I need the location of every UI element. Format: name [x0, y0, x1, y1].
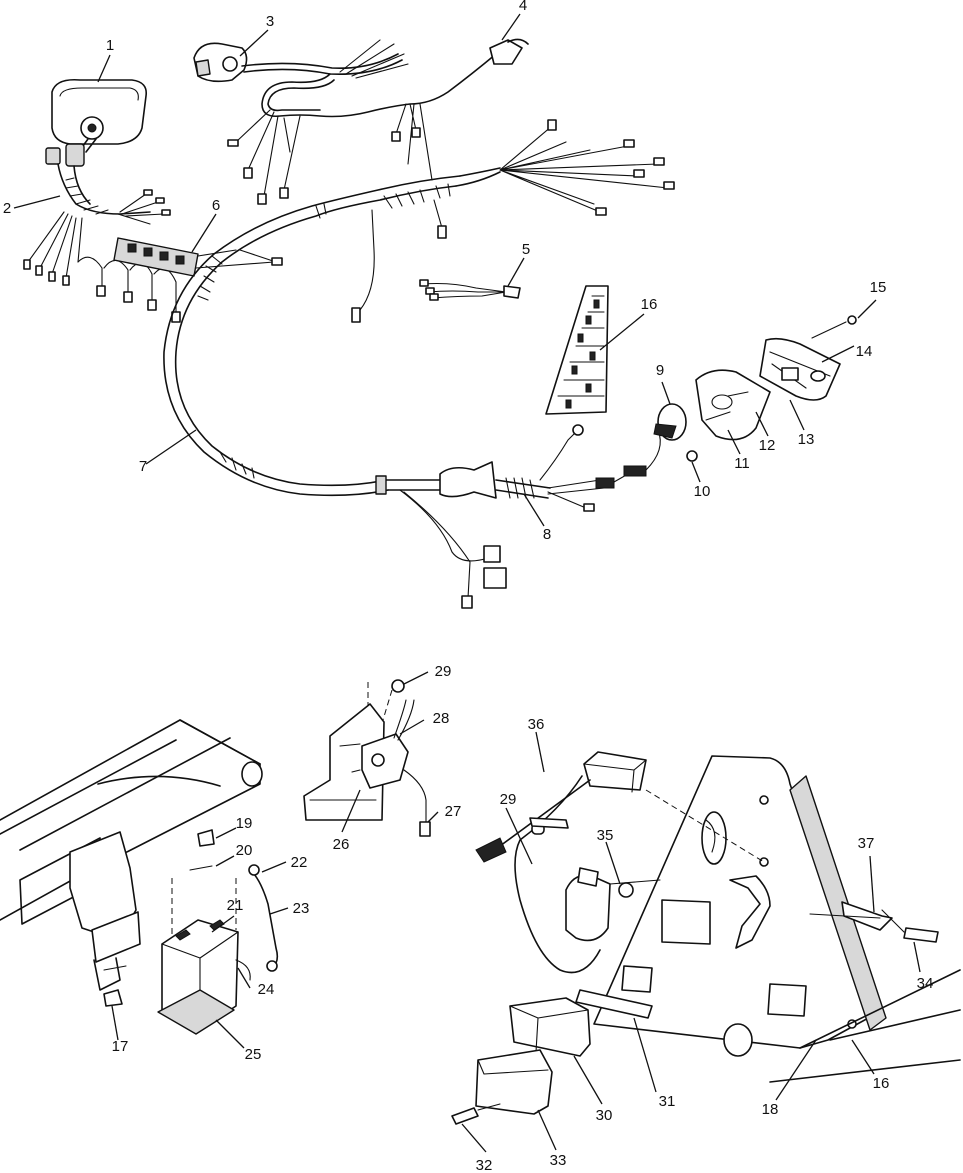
- callout-34: 34: [917, 975, 934, 992]
- callout-31: 31: [659, 1093, 676, 1110]
- callout-16-plate: 16: [873, 1075, 890, 1092]
- callout-9: 9: [656, 362, 664, 379]
- fuse-panel: [545, 285, 609, 415]
- callout-12: 12: [759, 437, 776, 454]
- callout-labels: 1 2 3 4 5 6 7 8 9 10 11 12 13 14 15 16 1…: [3, 0, 934, 1173]
- callout-30: 30: [596, 1107, 613, 1124]
- callout-33: 33: [550, 1152, 567, 1169]
- callout-29-cdi: 29: [500, 791, 517, 808]
- callout-13: 13: [798, 431, 815, 448]
- callout-2: 2: [3, 200, 11, 217]
- callout-14: 14: [856, 343, 873, 360]
- headlight-housing: [51, 78, 148, 153]
- callout-5: 5: [522, 241, 530, 258]
- cdi-module-and-coil: [451, 751, 939, 1125]
- handlebar-switch: [193, 42, 248, 83]
- callout-24: 24: [258, 981, 275, 998]
- main-wiring-harness: [163, 119, 675, 609]
- callout-1: 1: [106, 37, 114, 54]
- callout-19: 19: [236, 815, 253, 832]
- relay-bracket: [303, 679, 431, 837]
- terminal-block: [113, 237, 283, 277]
- callout-22: 22: [291, 854, 308, 871]
- callout-29-bracket: 29: [435, 663, 452, 680]
- battery: [157, 829, 279, 1035]
- mounting-plate: [593, 755, 961, 1083]
- frame-section: [0, 719, 263, 1007]
- callout-20: 20: [236, 842, 253, 859]
- callout-21: 21: [227, 897, 244, 914]
- headlight-sub-harness: [23, 143, 181, 323]
- callout-16-fuse-panel: 16: [641, 296, 658, 313]
- callout-25: 25: [245, 1046, 262, 1063]
- callout-36: 36: [528, 716, 545, 733]
- leader-lines: [13, 13, 921, 1153]
- upper-wire-loom: [227, 38, 529, 205]
- tail-light-assembly: [653, 315, 857, 462]
- callout-6: 6: [212, 197, 220, 214]
- callout-15: 15: [870, 279, 887, 296]
- callout-18: 18: [762, 1101, 779, 1118]
- callout-28: 28: [433, 710, 450, 727]
- callout-4: 4: [519, 0, 527, 14]
- callout-27: 27: [445, 803, 462, 820]
- callout-23: 23: [293, 900, 310, 917]
- callout-11: 11: [734, 455, 750, 472]
- callout-32: 32: [476, 1157, 493, 1173]
- small-wire-loom: [419, 279, 521, 301]
- callout-3: 3: [266, 13, 274, 30]
- callout-7: 7: [139, 458, 147, 475]
- callout-10: 10: [694, 483, 711, 500]
- callout-37: 37: [858, 835, 875, 852]
- callout-8: 8: [543, 526, 551, 543]
- callout-26: 26: [333, 836, 350, 853]
- callout-35: 35: [597, 827, 614, 844]
- callout-17: 17: [112, 1038, 129, 1055]
